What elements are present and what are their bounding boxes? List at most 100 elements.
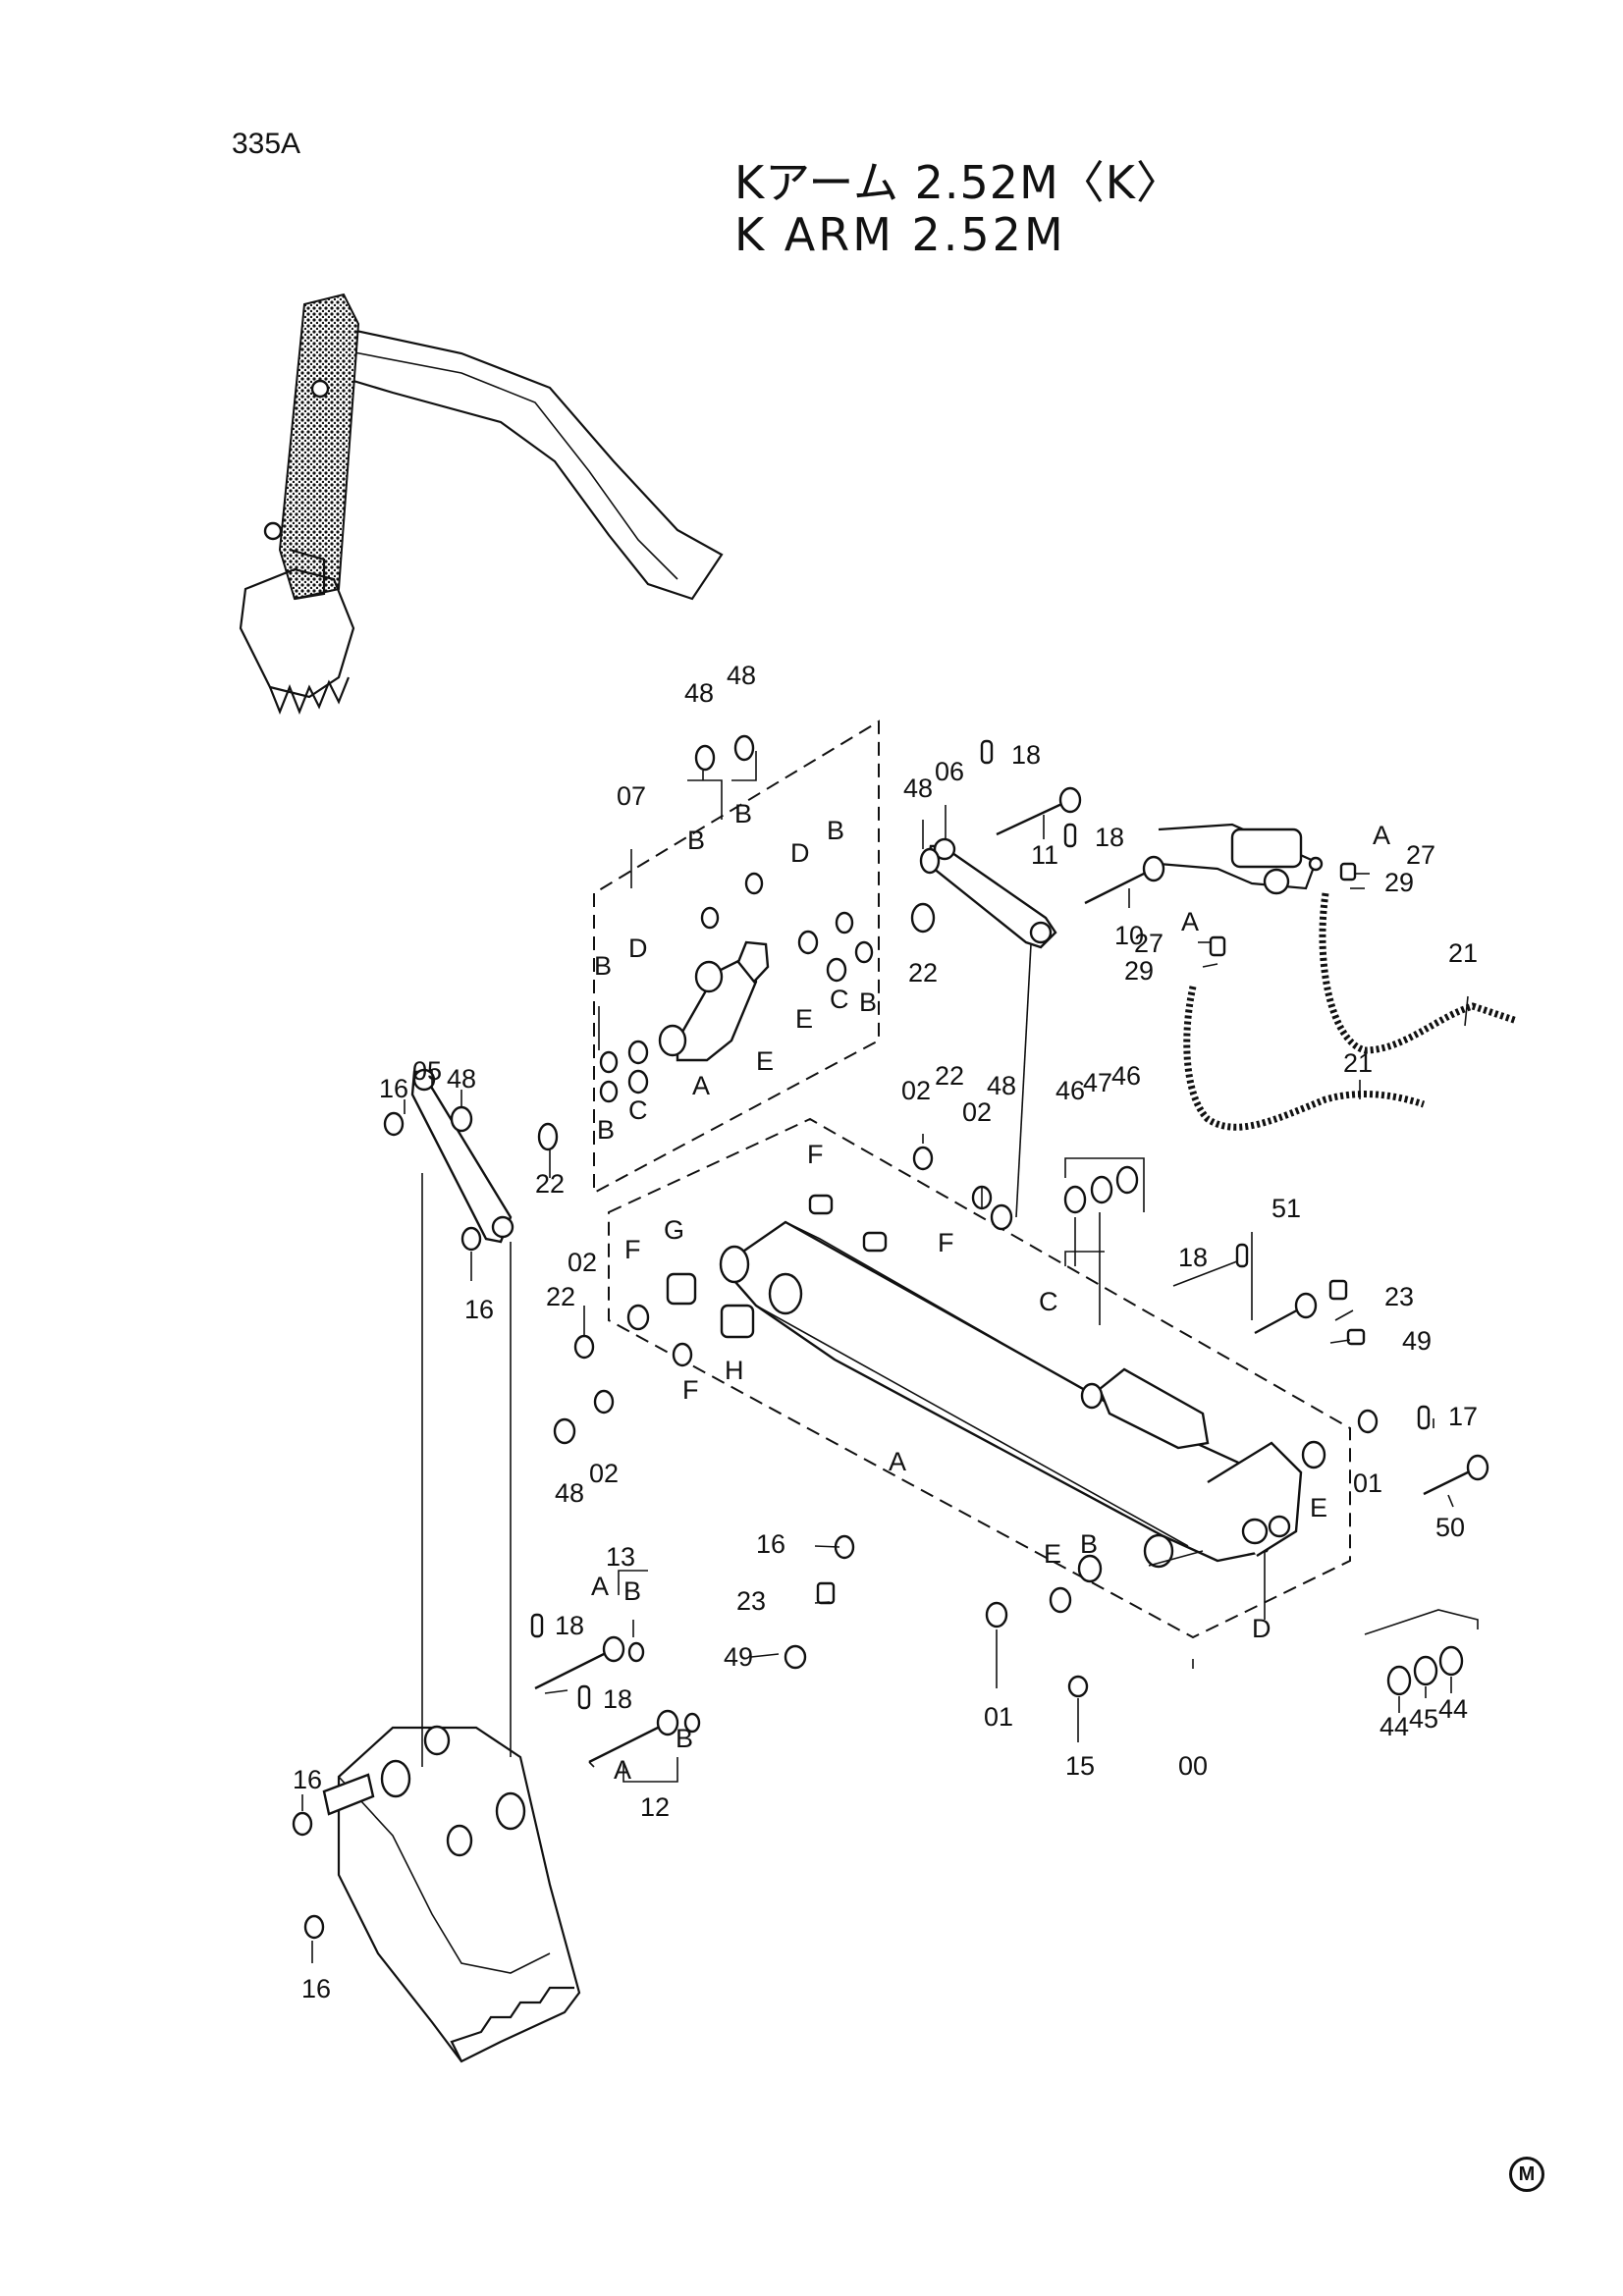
callout-c-49-a: 49 (1402, 1326, 1432, 1356)
arm-assembly-00-boundary (608, 1117, 1351, 1639)
callout-c-c-2: C (628, 1095, 648, 1125)
callout-c-02-c: 02 (568, 1248, 597, 1277)
callout-c-22-a: 22 (908, 958, 938, 988)
callout-c-07: 07 (617, 781, 646, 811)
callout-c-02-b: 02 (962, 1097, 992, 1127)
callout-c-d-1: D (790, 838, 810, 868)
manufacturer-mark-icon: M (1509, 2157, 1544, 2192)
callout-c-21-a: 21 (1448, 938, 1478, 968)
callout-c-47: 47 (1083, 1068, 1112, 1097)
callout-c-b-9: B (1080, 1529, 1098, 1559)
callout-c-e-1: E (795, 1004, 813, 1034)
callout-c-21-b: 21 (1343, 1048, 1373, 1078)
callout-c-17: 17 (1448, 1402, 1478, 1431)
callout-c-22-b: 22 (535, 1169, 565, 1199)
callout-c-a-5: A (591, 1572, 609, 1601)
callout-c-16-b: 16 (464, 1295, 494, 1324)
bucket (322, 1725, 581, 2063)
callout-c-48-b: 48 (727, 661, 756, 690)
callout-c-a-2: A (1373, 821, 1390, 850)
callout-c-44-a: 44 (1380, 1712, 1409, 1741)
callout-c-18-b: 18 (1095, 823, 1124, 852)
callout-c-45: 45 (1409, 1704, 1438, 1734)
callout-c-f-2: F (938, 1228, 954, 1257)
callout-c-11: 11 (1031, 840, 1058, 870)
callout-c-48-d: 48 (447, 1064, 476, 1094)
callout-c-29-a: 29 (1384, 868, 1414, 897)
callout-c-b-7: B (623, 1576, 641, 1606)
callout-c-23-a: 23 (1384, 1282, 1414, 1311)
callout-c-a-1: A (692, 1071, 710, 1100)
callout-c-b-1: B (687, 826, 705, 855)
callout-labels: 48 48 07 B B D B 48 06 18 11 18 10 22 B … (293, 661, 1478, 2003)
callout-c-16-a: 16 (379, 1074, 408, 1103)
callout-c-e-2: E (756, 1046, 774, 1076)
callout-c-18-e: 18 (603, 1684, 632, 1714)
callout-c-d-3: D (1252, 1614, 1271, 1643)
callout-c-46-b: 46 (1111, 1061, 1141, 1091)
link-06 (926, 837, 1057, 1218)
callout-c-02-a: 02 (901, 1076, 931, 1105)
callout-c-h: H (725, 1356, 744, 1385)
callout-c-51: 51 (1271, 1194, 1301, 1223)
callout-c-a-4: A (889, 1447, 906, 1476)
callout-c-b-3: B (827, 816, 844, 845)
cylinder-detail (1158, 823, 1324, 895)
callout-c-49-b: 49 (724, 1642, 753, 1672)
title-japanese: Kアーム 2.52M〈K〉 (734, 156, 1182, 209)
link-assembly-07-boundary (593, 720, 880, 1195)
callout-c-12: 12 (640, 1792, 670, 1822)
link-05 (410, 1068, 514, 1244)
callout-c-22-c: 22 (935, 1061, 964, 1091)
callout-c-48-a: 48 (684, 678, 714, 708)
callout-c-b-2: B (734, 799, 752, 828)
title-english: K ARM 2.52M (734, 208, 1066, 261)
callout-c-e-3: E (1310, 1493, 1327, 1522)
callout-c-48-c: 48 (903, 774, 933, 803)
callout-c-10: 10 (1114, 921, 1144, 950)
callout-c-b-4: B (594, 951, 612, 981)
page-code: 335A (232, 128, 301, 160)
callout-c-29-b: 29 (1124, 956, 1154, 986)
callout-c-b-6: B (597, 1115, 615, 1145)
callout-c-27-a: 27 (1406, 840, 1435, 870)
callout-c-b-8: B (676, 1724, 693, 1753)
callout-c-d-2: D (628, 934, 648, 963)
link-a (658, 940, 770, 1062)
callout-c-f-1: F (807, 1140, 824, 1169)
callout-c-15: 15 (1065, 1751, 1095, 1781)
callout-c-a-6: A (614, 1755, 631, 1785)
leader-lines (301, 751, 1479, 1963)
callout-c-c-3: C (1039, 1287, 1058, 1316)
callout-c-g: G (664, 1215, 684, 1245)
callout-c-b-5: B (859, 988, 877, 1017)
callout-c-50: 50 (1435, 1513, 1465, 1542)
callout-c-05: 05 (412, 1056, 442, 1086)
callout-c-22-d: 22 (546, 1282, 575, 1311)
excavator-front-illustration (239, 293, 724, 715)
callout-c-44-b: 44 (1438, 1694, 1468, 1724)
callout-c-16-d: 16 (293, 1765, 322, 1794)
callout-c-a-3: A (1181, 907, 1199, 936)
callout-c-48-f: 48 (555, 1478, 584, 1508)
callout-c-46-a: 46 (1055, 1076, 1085, 1105)
callout-c-16-e: 16 (301, 1974, 331, 2003)
callout-c-06: 06 (935, 757, 964, 786)
callout-c-23-b: 23 (736, 1586, 766, 1616)
callout-c-f-4: F (682, 1375, 699, 1405)
pins (534, 786, 1489, 1764)
callout-c-01-a: 01 (1353, 1468, 1382, 1498)
hose-21-right (1319, 892, 1519, 1054)
callout-c-18-a: 18 (1011, 740, 1041, 770)
callout-c-e-4: E (1044, 1539, 1061, 1569)
arm-body (719, 1220, 1303, 1569)
callout-c-48-e: 48 (987, 1071, 1016, 1100)
callout-c-00: 00 (1178, 1751, 1208, 1781)
callout-c-27-b: 27 (1134, 929, 1163, 958)
callout-c-16-c: 16 (756, 1529, 785, 1559)
callout-c-13: 13 (606, 1542, 635, 1572)
callout-c-c-1: C (830, 985, 849, 1014)
callout-c-01-b: 01 (984, 1702, 1013, 1732)
